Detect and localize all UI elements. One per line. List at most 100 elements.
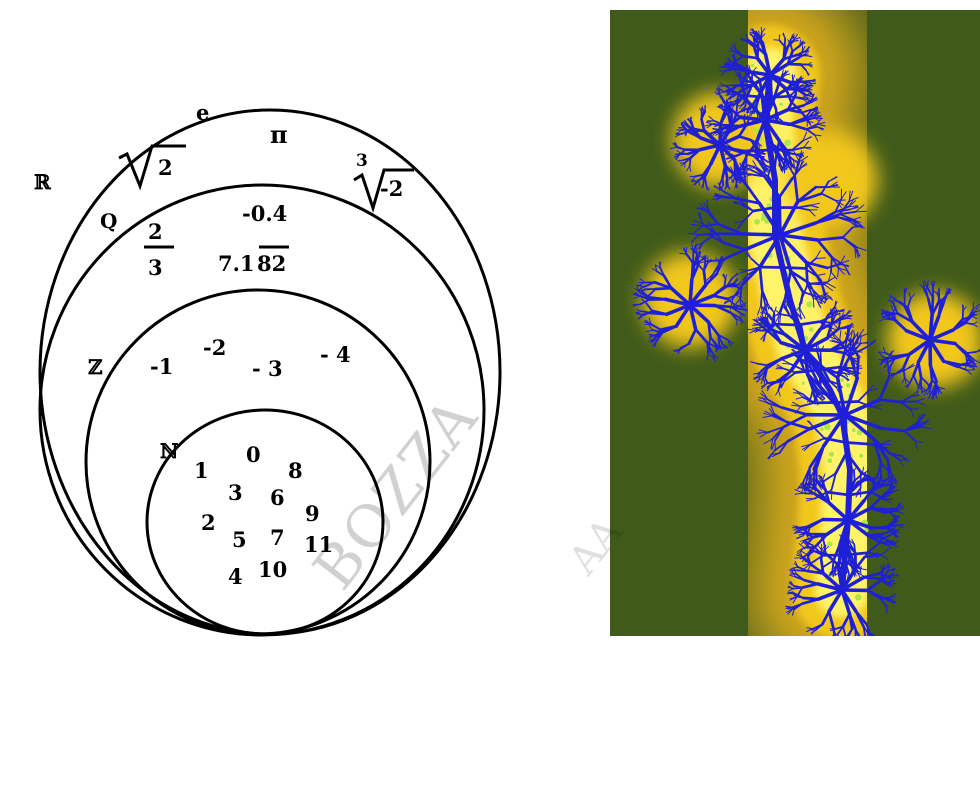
fractal-branch: [729, 66, 737, 67]
fractal-branch: [783, 268, 805, 269]
element-nat-7: 5: [232, 527, 247, 552]
fractal-edge-dot: [820, 427, 824, 431]
fractal-branch: [783, 164, 784, 170]
element-nat-2: 8: [288, 458, 303, 483]
fractal-branch: [861, 638, 866, 642]
fractal-branch: [848, 637, 849, 643]
fractal-branch: [816, 258, 826, 259]
fractal-branch: [844, 636, 848, 639]
fraction-two-thirds: 2 3: [144, 219, 174, 280]
fractal-edge-dot: [806, 301, 812, 307]
cbrt-index: 3: [356, 151, 368, 171]
fractal-branch: [692, 263, 693, 280]
fractal-edge-dot: [784, 140, 791, 147]
fractal-branch: [963, 305, 964, 311]
fractal-edge-dot: [827, 541, 832, 546]
element-int-0: -1: [150, 354, 173, 379]
fractal-branch: [870, 636, 873, 643]
fractal-branch: [660, 262, 661, 268]
set-label-reals: ℝ: [34, 170, 52, 194]
fractal-branch: [856, 639, 859, 645]
fractal-branch: [707, 343, 708, 353]
fractal-branch: [651, 313, 667, 314]
element-nat-10: 4: [228, 564, 243, 589]
fractal-branch: [737, 105, 738, 114]
fractal-branch: [810, 284, 825, 285]
fractal-branch: [863, 636, 865, 643]
fractal-branch: [848, 637, 850, 642]
fractal-branch: [865, 556, 873, 557]
element-e: e: [196, 100, 209, 125]
fractal-branch: [705, 177, 706, 185]
set-label-integers: ℤ: [88, 355, 103, 379]
fractal-branch: [845, 415, 847, 453]
fractal-branch: [861, 638, 867, 641]
julia-fractal-image: [610, 10, 980, 648]
fractal-branch: [797, 570, 808, 571]
fractal-branch: [882, 362, 888, 363]
fractal-branch: [959, 365, 969, 366]
fractal-branch: [788, 64, 801, 65]
element-nat-0: 1: [194, 458, 209, 483]
fractal-branch: [748, 150, 770, 151]
fractal-branch: [813, 298, 814, 308]
fractal-edge-dot: [809, 327, 814, 332]
fractal-edge-dot: [829, 452, 834, 457]
fractal-branch: [715, 306, 730, 307]
fractal-branch: [905, 289, 906, 295]
fractal-edge-dot: [827, 458, 832, 463]
fractal-edge-dot: [779, 103, 783, 107]
element-pi: π: [270, 120, 288, 149]
repeating-prefix: 7.1: [218, 251, 255, 276]
fractal-branch: [870, 636, 876, 639]
fractal-branch: [836, 639, 837, 647]
fractal-branch: [810, 630, 816, 631]
fractal-branch: [846, 443, 868, 445]
element-int-3: - 4: [320, 342, 351, 367]
fractal-edge-dot: [852, 428, 856, 432]
fractal-branch: [839, 544, 840, 560]
fractal-branch: [854, 471, 855, 481]
fractal-branch: [831, 257, 832, 272]
fractal-branch: [840, 571, 841, 578]
fractal-branch: [888, 460, 889, 476]
fractal-branch: [867, 478, 873, 479]
fractal-branch: [757, 323, 763, 324]
fractal-branch: [773, 314, 774, 319]
fractal-branch: [775, 157, 776, 167]
element-nat-11: 10: [258, 557, 287, 582]
fractal-branch: [656, 288, 672, 289]
set-label-naturals: ℕ: [160, 439, 178, 463]
fractal-branch: [761, 27, 762, 32]
fractal-branch: [854, 568, 861, 569]
fractal-branch: [690, 130, 704, 131]
fractal-branch: [840, 313, 841, 319]
repeating-period: 82: [257, 251, 286, 276]
fractal-branch: [901, 402, 916, 403]
fractal-branch: [734, 54, 735, 58]
fractal-branch: [633, 304, 640, 305]
fractal-branch: [833, 560, 834, 570]
fractal-branch: [676, 134, 681, 135]
fractal-branch: [768, 96, 790, 97]
fractal-branch: [777, 380, 785, 381]
fractal-branch: [927, 281, 928, 288]
fractal-branch: [705, 106, 706, 112]
fractal-branch: [725, 165, 727, 177]
element-int-2: - 3: [252, 356, 283, 381]
fractal-branch: [882, 444, 891, 445]
fractal-branch: [890, 373, 896, 374]
fractal-branch: [784, 302, 785, 308]
fractal-branch: [872, 527, 886, 528]
fractal-branch: [836, 402, 858, 403]
element-neg-0-4: -0.4: [242, 201, 287, 226]
fraction-numerator: 2: [148, 219, 163, 244]
fractal-branch: [801, 488, 807, 489]
fractal-branch: [890, 366, 891, 371]
fractal-branch: [885, 509, 893, 510]
fractal-branch: [803, 598, 818, 599]
fractal-branch: [794, 588, 803, 589]
sqrt-radicand: 2: [158, 155, 173, 180]
